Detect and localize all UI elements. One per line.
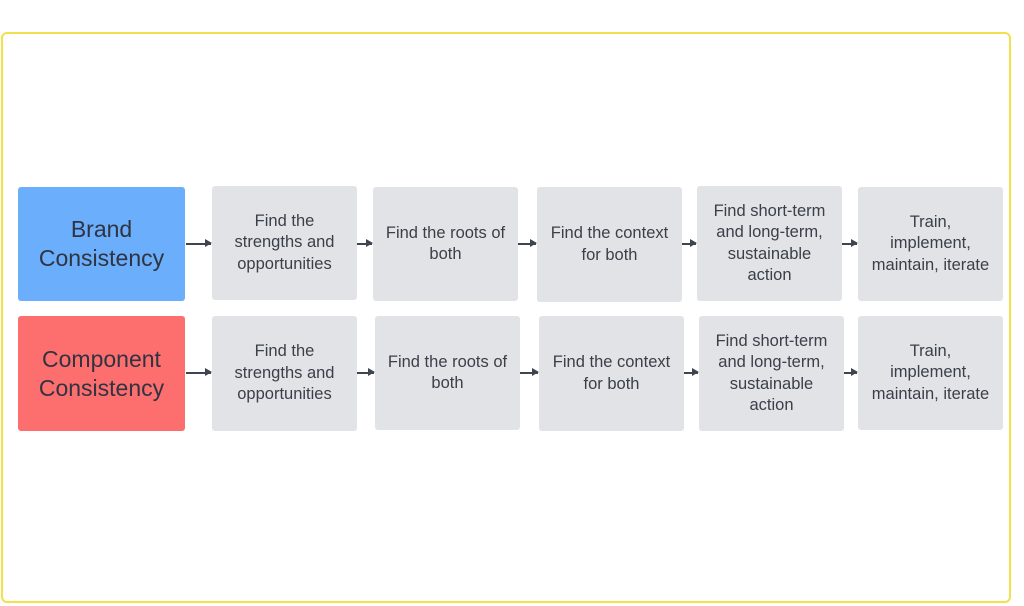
arrow-component-1 [186, 369, 212, 375]
brand-step-action-label: Find short-term and long-term, sustainab… [713, 201, 826, 285]
component-consistency-box: Component Consistency [18, 316, 185, 431]
brand-step-train-label: Train, implement, maintain, iterate [871, 212, 990, 274]
component-step-action: Find short-term and long-term, sustainab… [699, 316, 844, 431]
component-step-context: Find the context for both [539, 316, 684, 431]
component-step-roots: Find the roots of both [375, 316, 520, 430]
brand-step-train: Train, implement, maintain, iterate [858, 187, 1003, 301]
arrow-component-3 [520, 369, 539, 375]
brand-step-roots: Find the roots of both [373, 187, 518, 301]
arrow-brand-5 [842, 240, 858, 246]
arrow-brand-1 [186, 240, 212, 246]
arrow-brand-3 [518, 240, 537, 246]
brand-step-strengths-label: Find the strengths and opportunities [234, 211, 335, 273]
brand-step-context-label: Find the context for both [550, 224, 669, 264]
component-step-train-label: Train, implement, maintain, iterate [871, 341, 990, 403]
component-step-action-label: Find short-term and long-term, sustainab… [715, 331, 828, 415]
brand-step-roots-label: Find the roots of both [385, 223, 506, 264]
component-step-roots-label: Find the roots of both [387, 352, 508, 393]
brand-step-context: Find the context for both [537, 187, 682, 302]
component-step-strengths-label: Find the strengths and opportunities [234, 342, 335, 404]
arrow-brand-2 [357, 240, 373, 246]
component-step-strengths: Find the strengths and opportunities [212, 316, 357, 431]
arrow-brand-4 [682, 240, 697, 246]
arrow-component-4 [684, 369, 699, 375]
brand-consistency-box: Brand Consistency [18, 187, 185, 301]
component-step-context-label: Find the context for both [552, 353, 671, 393]
brand-step-action: Find short-term and long-term, sustainab… [697, 186, 842, 301]
brand-step-strengths: Find the strengths and opportunities [212, 186, 357, 300]
arrow-component-5 [844, 369, 858, 375]
component-step-train: Train, implement, maintain, iterate [858, 316, 1003, 430]
diagram-frame [1, 32, 1011, 603]
arrow-component-2 [357, 369, 375, 375]
component-consistency-label: Component Consistency [38, 345, 165, 401]
brand-consistency-label: Brand Consistency [38, 216, 165, 271]
